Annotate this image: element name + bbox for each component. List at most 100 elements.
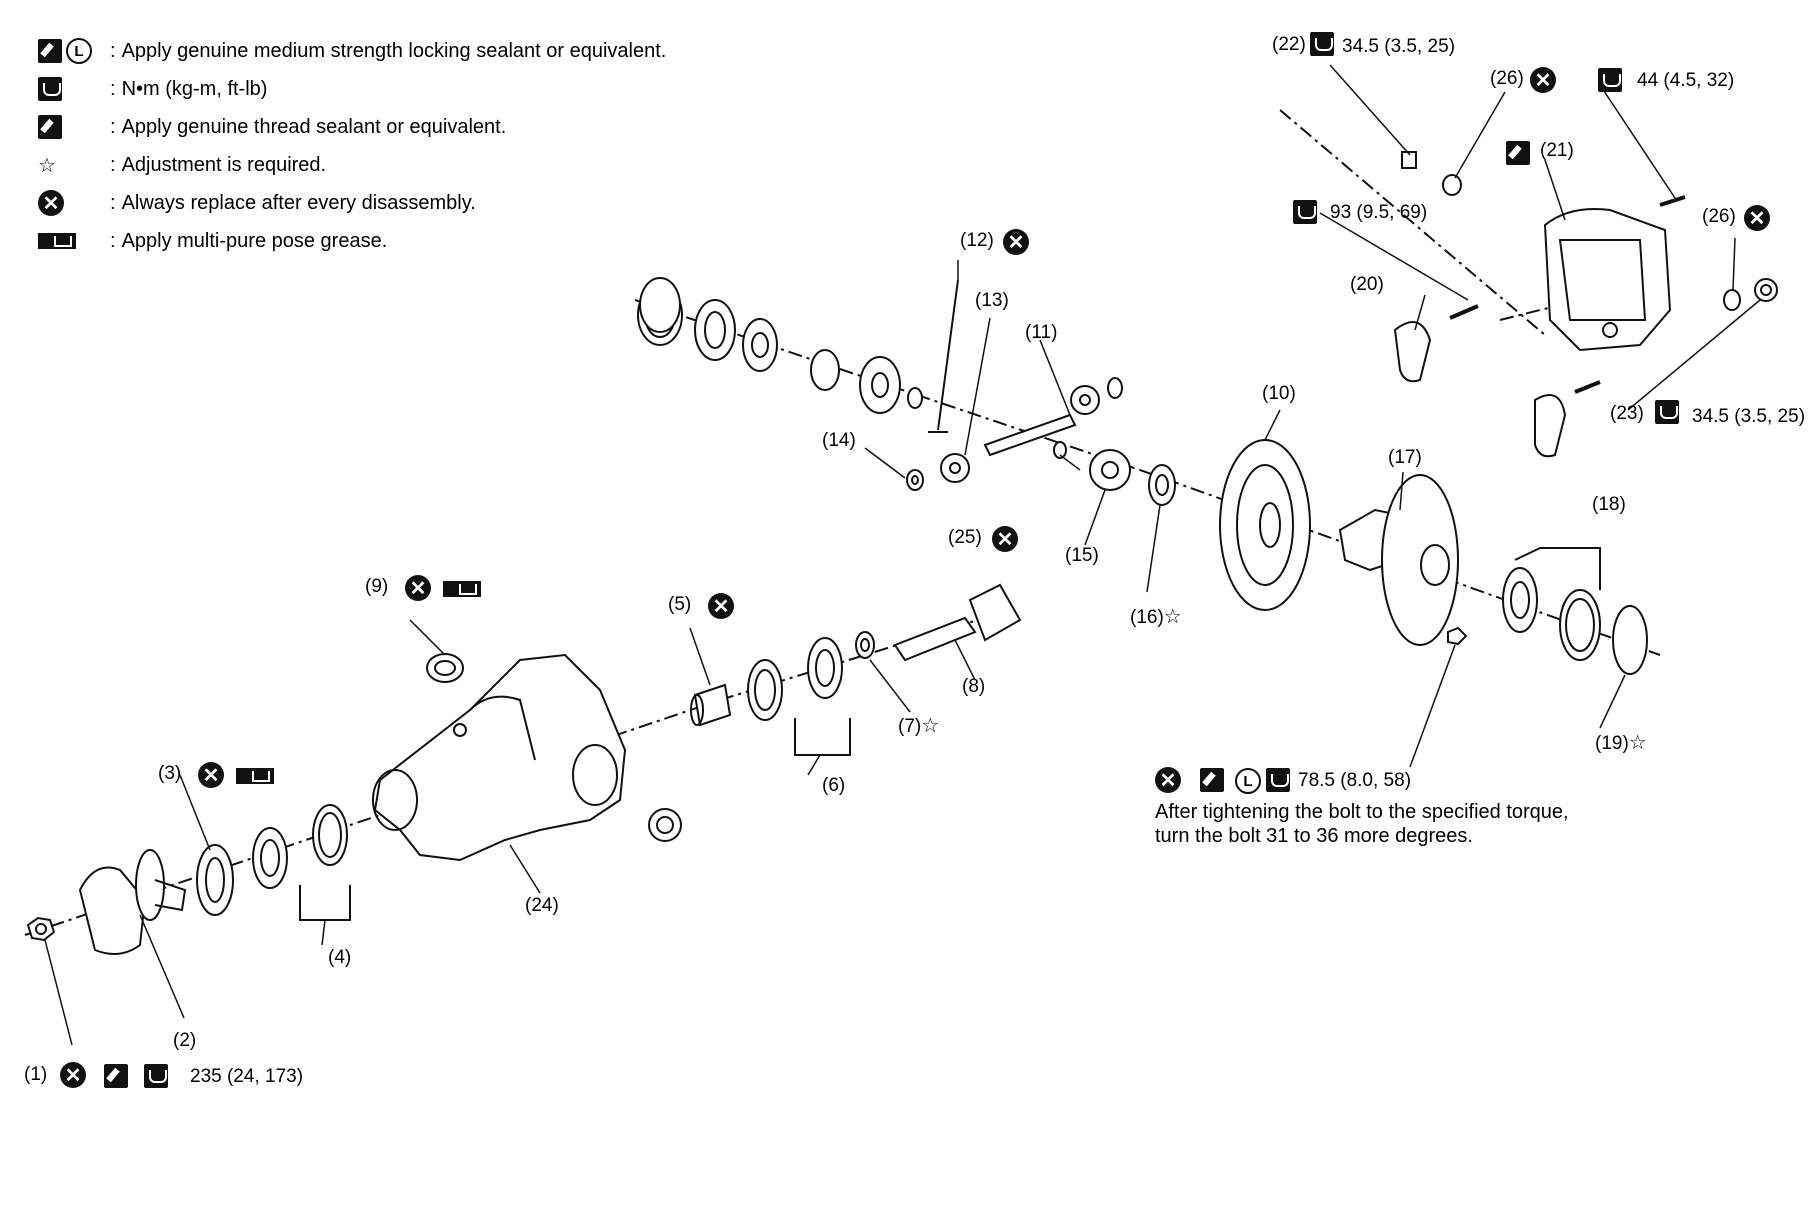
part-label-7: (7)☆ <box>898 715 940 737</box>
part-4-bearing <box>252 804 351 921</box>
part-21-rear-cover <box>1543 208 1672 352</box>
part-23-drain-plug <box>1754 278 1778 302</box>
torque-part-20: 93 (9.5, 69) <box>1330 202 1428 223</box>
part-side-washer-left <box>810 349 840 391</box>
sealant-icon <box>38 39 62 63</box>
part-label-8: (8) <box>962 676 986 697</box>
part-label-16: (16)☆ <box>1130 606 1182 628</box>
legend: L : Apply genuine medium strength lockin… <box>38 32 666 260</box>
part-7-washer <box>855 631 875 659</box>
part-label-17: (17) <box>1388 447 1422 468</box>
replace-x-icon: ✕ <box>60 1062 86 1088</box>
replace-x-icon: ✕ <box>1155 767 1181 793</box>
legend-text: N•m (kg-m, ft-lb) <box>121 77 268 100</box>
thread-sealant-icon <box>38 115 62 139</box>
grease-icon <box>443 581 481 597</box>
replace-x-icon: ✕ <box>1003 229 1029 255</box>
star-icon: ☆ <box>921 715 940 737</box>
replace-x-icon: ✕ <box>38 190 64 216</box>
part-25-washer <box>1053 441 1067 459</box>
part-26-gasket-upper <box>1442 174 1462 196</box>
part-label-19: (19)☆ <box>1595 732 1647 754</box>
part-label-11: (11) <box>1025 322 1058 343</box>
thread-sealant-icon <box>1200 768 1224 792</box>
replace-x-icon: ✕ <box>708 593 734 619</box>
part-13-pinion-mate-gear <box>940 453 970 483</box>
legend-row-locking-sealant: L : Apply genuine medium strength lockin… <box>38 32 666 70</box>
part-11-pinion-mate-shaft <box>983 413 1077 457</box>
part-small-ring <box>907 387 923 409</box>
legend-text: Apply multi-pure pose grease. <box>121 229 388 252</box>
cover-axis <box>1279 109 1546 336</box>
legend-row-replace: ✕ : Always replace after every disassemb… <box>38 184 666 222</box>
part-22-filler-plug <box>1401 151 1417 169</box>
grease-icon <box>38 233 76 249</box>
part-label-24: (24) <box>525 895 559 916</box>
part-label-18: (18) <box>1592 494 1626 515</box>
replace-x-icon: ✕ <box>405 575 431 601</box>
legend-text: Apply genuine thread sealant or equivale… <box>121 115 507 138</box>
part-label-6: (6) <box>822 775 846 796</box>
part-10-ring-gear <box>1219 439 1311 611</box>
part-label-20: (20) <box>1350 274 1384 295</box>
leader-lines <box>44 64 1761 1046</box>
torque-part-21: 44 (4.5, 32) <box>1637 70 1735 91</box>
part-side-bearing-cone-left <box>742 318 778 372</box>
torque-wrench-icon <box>38 77 62 101</box>
part-15-side-gear <box>1089 449 1131 491</box>
part-1-nut <box>26 916 56 942</box>
legend-row-adjustment: ☆ : Adjustment is required. <box>38 153 327 177</box>
legend-text: Always replace after every disassembly. <box>121 191 476 214</box>
torque-wrench-icon <box>1266 768 1290 792</box>
legend-text: Adjustment is required. <box>121 153 327 176</box>
part-8-drive-pinion <box>893 583 1022 662</box>
torque-ring-gear-bolt: 78.5 (8.0, 58) <box>1298 770 1412 791</box>
replace-x-icon: ✕ <box>1530 67 1556 93</box>
torque-part-23: 34.5 (3.5, 25) <box>1692 406 1806 427</box>
torque-part-1: 235 (24, 173) <box>190 1066 304 1087</box>
grease-icon <box>236 768 274 784</box>
part-label-9: (9) <box>365 576 389 597</box>
side-oil-seal <box>648 808 682 842</box>
replace-x-icon: ✕ <box>198 762 224 788</box>
part-label-26-upper: (26) <box>1490 68 1524 89</box>
star-icon: ☆ <box>1163 606 1182 628</box>
part-side-gear-left <box>859 356 901 414</box>
replace-x-icon: ✕ <box>1744 205 1770 231</box>
part-snap-ring <box>639 277 681 333</box>
part-label-25: (25) <box>948 527 982 548</box>
part-16-side-washer <box>1148 464 1176 506</box>
part-label-22: (22) <box>1272 34 1306 55</box>
part-label-1: (1) <box>24 1064 48 1085</box>
part-24-carrier <box>372 653 627 862</box>
thread-sealant-icon <box>1506 141 1530 165</box>
part-5-spacer <box>690 683 732 727</box>
part-label-15: (15) <box>1065 545 1099 566</box>
cover-bolt <box>1659 195 1686 207</box>
part-label-10: (10) <box>1262 383 1296 404</box>
part-26-gasket-lower <box>1723 289 1741 311</box>
part-label-13: (13) <box>975 290 1009 311</box>
replace-x-icon: ✕ <box>992 526 1018 552</box>
bolt-angle-note: After tightening the bolt to the specifi… <box>1155 800 1569 848</box>
part-14-thrust-washer <box>906 469 924 491</box>
part-6-bearing <box>747 637 851 756</box>
part-2-companion-flange <box>78 849 187 955</box>
note-line-1: After tightening the bolt to the specifi… <box>1155 801 1569 823</box>
part-3-oil-seal <box>196 844 234 916</box>
legend-row-grease: : Apply multi-pure pose grease. <box>38 222 666 260</box>
locking-l-icon: L <box>66 38 92 64</box>
part-label-2: (2) <box>173 1030 197 1051</box>
part-19-side-bearing-adjusting-shim <box>1612 605 1648 675</box>
torque-wrench-icon <box>1310 32 1334 56</box>
torque-wrench-icon <box>144 1064 168 1088</box>
legend-text: Apply genuine medium strength locking se… <box>121 39 667 62</box>
part-label-12: (12) <box>960 230 994 251</box>
legend-row-torque: : N•m (kg-m, ft-lb) <box>38 70 666 108</box>
note-line-2: turn the bolt 31 to 36 more degrees. <box>1155 825 1473 847</box>
part-label-4: (4) <box>328 947 352 968</box>
ring-gear-bolt <box>1447 626 1468 646</box>
part-label-26-lower: (26) <box>1702 206 1736 227</box>
legend-row-thread-sealant: : Apply genuine thread sealant or equiva… <box>38 108 666 146</box>
star-icon: ☆ <box>1628 732 1647 754</box>
